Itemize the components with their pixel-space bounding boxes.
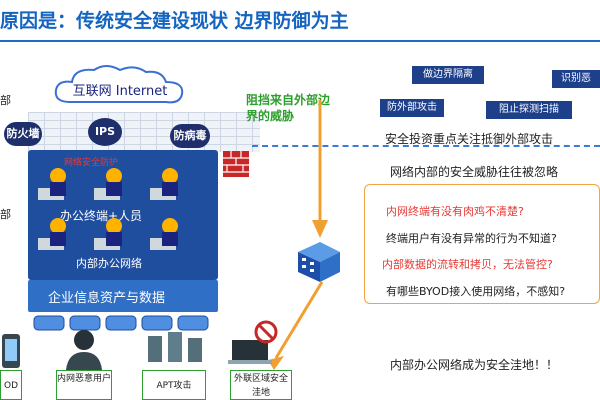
user-laptop-icon (150, 168, 178, 200)
lateral-threat-arrow-icon (268, 281, 324, 370)
hacker-icon (66, 330, 102, 370)
ips-node: IPS (88, 118, 122, 146)
boundary-dashed-line (252, 145, 600, 147)
left-label-top: 部 (0, 94, 11, 107)
question-abnormal-behavior: 终端用户有没有异常的行为不知道? (386, 232, 557, 245)
bottom-label-apt: APT攻击 (142, 370, 206, 400)
enterprise-assets-label: 企业信息资产与数据 (48, 291, 166, 306)
user-laptop-icon (94, 168, 122, 200)
question-data-leakage: 内部数据的流转和拷贝，无法管控? (382, 258, 553, 271)
antivirus-label: 防病毒 (173, 129, 207, 142)
internal-threat-ignored-text: 网络内部的安全威胁往往被忽略 (390, 165, 559, 179)
intranet-label: 内部办公网络 (76, 257, 142, 270)
ips-label: IPS (94, 125, 116, 138)
tag-identify: 识别恶 (552, 70, 600, 88)
internet-cloud-icon (54, 65, 184, 104)
database-icons (33, 315, 209, 331)
mobile-device-icon (2, 334, 20, 368)
user-laptop-icon (38, 218, 66, 250)
bottom-label-malicious-user: 内网恶意用户 (56, 370, 112, 400)
external-threat-title: 阻挡来自外部边界的威胁 (246, 93, 331, 123)
firewall-node: 防火墙 (4, 122, 42, 146)
tag-external-attack: 防外部攻击 (380, 99, 444, 117)
external-laptop-icon (228, 320, 278, 364)
conclusion-text: 内部办公网络成为安全洼地！！ (390, 358, 559, 372)
antivirus-node: 防病毒 (170, 124, 210, 148)
firewall-wall (28, 112, 260, 152)
user-laptop-icon (150, 218, 178, 250)
internal-risk-questions-box (364, 184, 600, 304)
page-title: 原因是：传统安全建设现状 边界防御为主 (0, 10, 349, 32)
apt-servers-icon (148, 332, 202, 362)
question-byod: 有哪些BYOD接入使用网络，不感知? (386, 285, 566, 298)
bottom-label-byod: OD (0, 370, 22, 400)
internet-label: 互联网 Internet (72, 84, 168, 99)
enterprise-assets-block (28, 280, 218, 312)
tag-isolation: 做边界隔离 (412, 66, 484, 84)
bottom-label-external-zone: 外联区域安全洼地 (230, 370, 292, 400)
left-label-bottom: 部 (0, 208, 11, 221)
office-terminal-label: 办公终端+人员 (60, 209, 143, 223)
office-users-row-1 (38, 168, 178, 200)
tag-block-scan: 阻止探测扫描 (486, 101, 572, 119)
title-divider (0, 40, 600, 42)
network-security-label: 网络安全防护 (64, 158, 119, 168)
brick-wall-icon (223, 151, 249, 177)
down-arrow-icon (312, 100, 328, 238)
firewall-label: 防火墙 (6, 127, 40, 140)
investment-focus-text: 安全投资重点关注抵御外部攻击 (385, 132, 554, 146)
server-building-icon (298, 242, 340, 282)
user-laptop-icon (94, 218, 122, 250)
question-compromised-host: 内网终端有没有肉鸡不清楚? (386, 205, 524, 218)
office-users-row-2 (38, 218, 178, 250)
user-laptop-icon (38, 168, 66, 200)
